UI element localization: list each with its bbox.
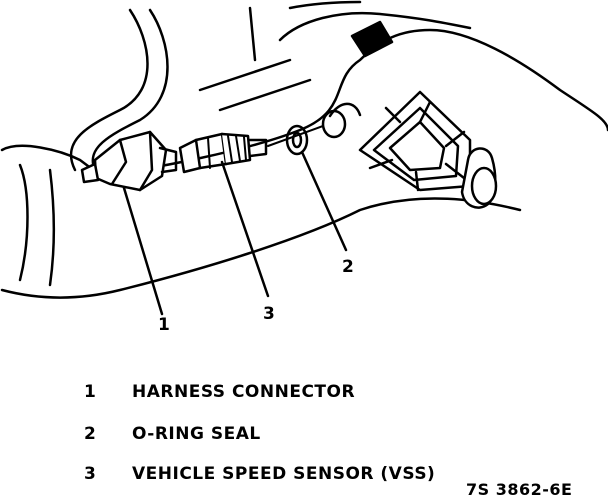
legend-number: 1 (84, 382, 97, 402)
leader-line-1 (122, 186, 164, 316)
callout-1: 1 (158, 315, 170, 335)
callout-2: 2 (342, 257, 354, 277)
extension-housing (358, 90, 498, 209)
harness-wire (69, 8, 169, 172)
legend-label: HARNESS CONNECTOR (132, 382, 356, 402)
legend-label: O-RING SEAL (132, 424, 261, 444)
legend-label: VEHICLE SPEED SENSOR (VSS) (132, 464, 436, 484)
vehicle-speed-sensor (178, 132, 268, 174)
figure-id: 7S 3862-6E (466, 480, 573, 499)
legend-number: 3 (84, 464, 97, 484)
legend-number: 2 (84, 424, 97, 444)
leader-line-3 (220, 160, 270, 298)
harness-connector (80, 130, 178, 192)
sensor-bore (267, 109, 347, 147)
leader-lines (122, 150, 348, 316)
transmission-case (0, 0, 608, 299)
callout-3: 3 (263, 304, 275, 324)
leader-line-2 (300, 150, 348, 252)
